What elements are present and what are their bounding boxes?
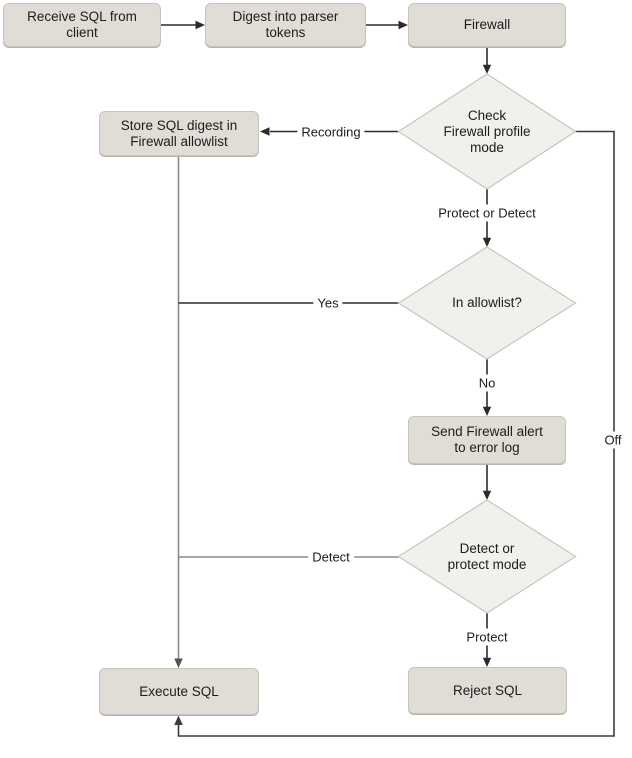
edge-label-detect: Detect: [308, 548, 354, 566]
decision-check-firewall-profile-mode-shape: [397, 73, 577, 190]
edge-label-recording: Recording: [297, 123, 365, 140]
arrowhead-into-store-icon: [260, 127, 270, 136]
arrowhead-into-reject-icon: [482, 657, 492, 667]
node-receive-sql-label: Receive SQL from client: [27, 9, 137, 40]
arrowhead-into-allowlist-icon: [482, 237, 492, 247]
node-store-digest: Store SQL digest in Firewall allowlist: [99, 111, 259, 156]
arrowhead-into-firewall-icon: [398, 20, 408, 30]
decision-in-allowlist-label: In allowlist?: [452, 295, 522, 310]
decision-detect-or-protect-mode-shape: [397, 499, 577, 614]
node-firewall: Firewall: [408, 3, 566, 47]
arrowhead-into-sendalert-icon: [482, 406, 492, 416]
edge-label-no: No: [474, 374, 500, 391]
node-reject-sql: Reject SQL: [408, 667, 567, 714]
node-send-alert: Send Firewall alert to error log: [408, 416, 566, 464]
node-execute-sql: Execute SQL: [99, 668, 259, 715]
decision-check-firewall-profile-mode-label: Check Firewall profile mode: [443, 107, 531, 155]
node-reject-sql-label: Reject SQL: [452, 682, 523, 698]
decision-in-allowlist-shape: [397, 246, 577, 360]
edge-label-protect: Protect: [462, 628, 512, 646]
node-digest-tokens-label: Digest into parser tokens: [232, 9, 339, 40]
edge-label-yes: Yes: [313, 294, 343, 312]
decision-detect-or-protect-mode-label: Detect or protect mode: [447, 540, 527, 572]
node-execute-sql-label: Execute SQL: [139, 683, 219, 699]
arrowhead-into-execute-top-icon: [174, 658, 183, 668]
node-send-alert-label: Send Firewall alert to error log: [431, 424, 543, 455]
edge-off-return-loop: [177, 130, 615, 737]
arrowhead-into-digest-icon: [195, 20, 205, 30]
arrowhead-into-execute-bottom-icon: [174, 715, 183, 725]
node-digest-tokens: Digest into parser tokens: [205, 3, 366, 47]
node-firewall-label: Firewall: [463, 17, 511, 32]
arrowhead-into-checkmode-icon: [482, 64, 492, 74]
arrowhead-into-detectmode-icon: [482, 490, 492, 500]
edge-label-off: Off: [600, 431, 626, 449]
edge-label-protect-or-detect: Protect or Detect: [434, 204, 540, 221]
node-store-digest-label: Store SQL digest in Firewall allowlist: [120, 117, 238, 149]
node-receive-sql: Receive SQL from client: [3, 3, 161, 47]
